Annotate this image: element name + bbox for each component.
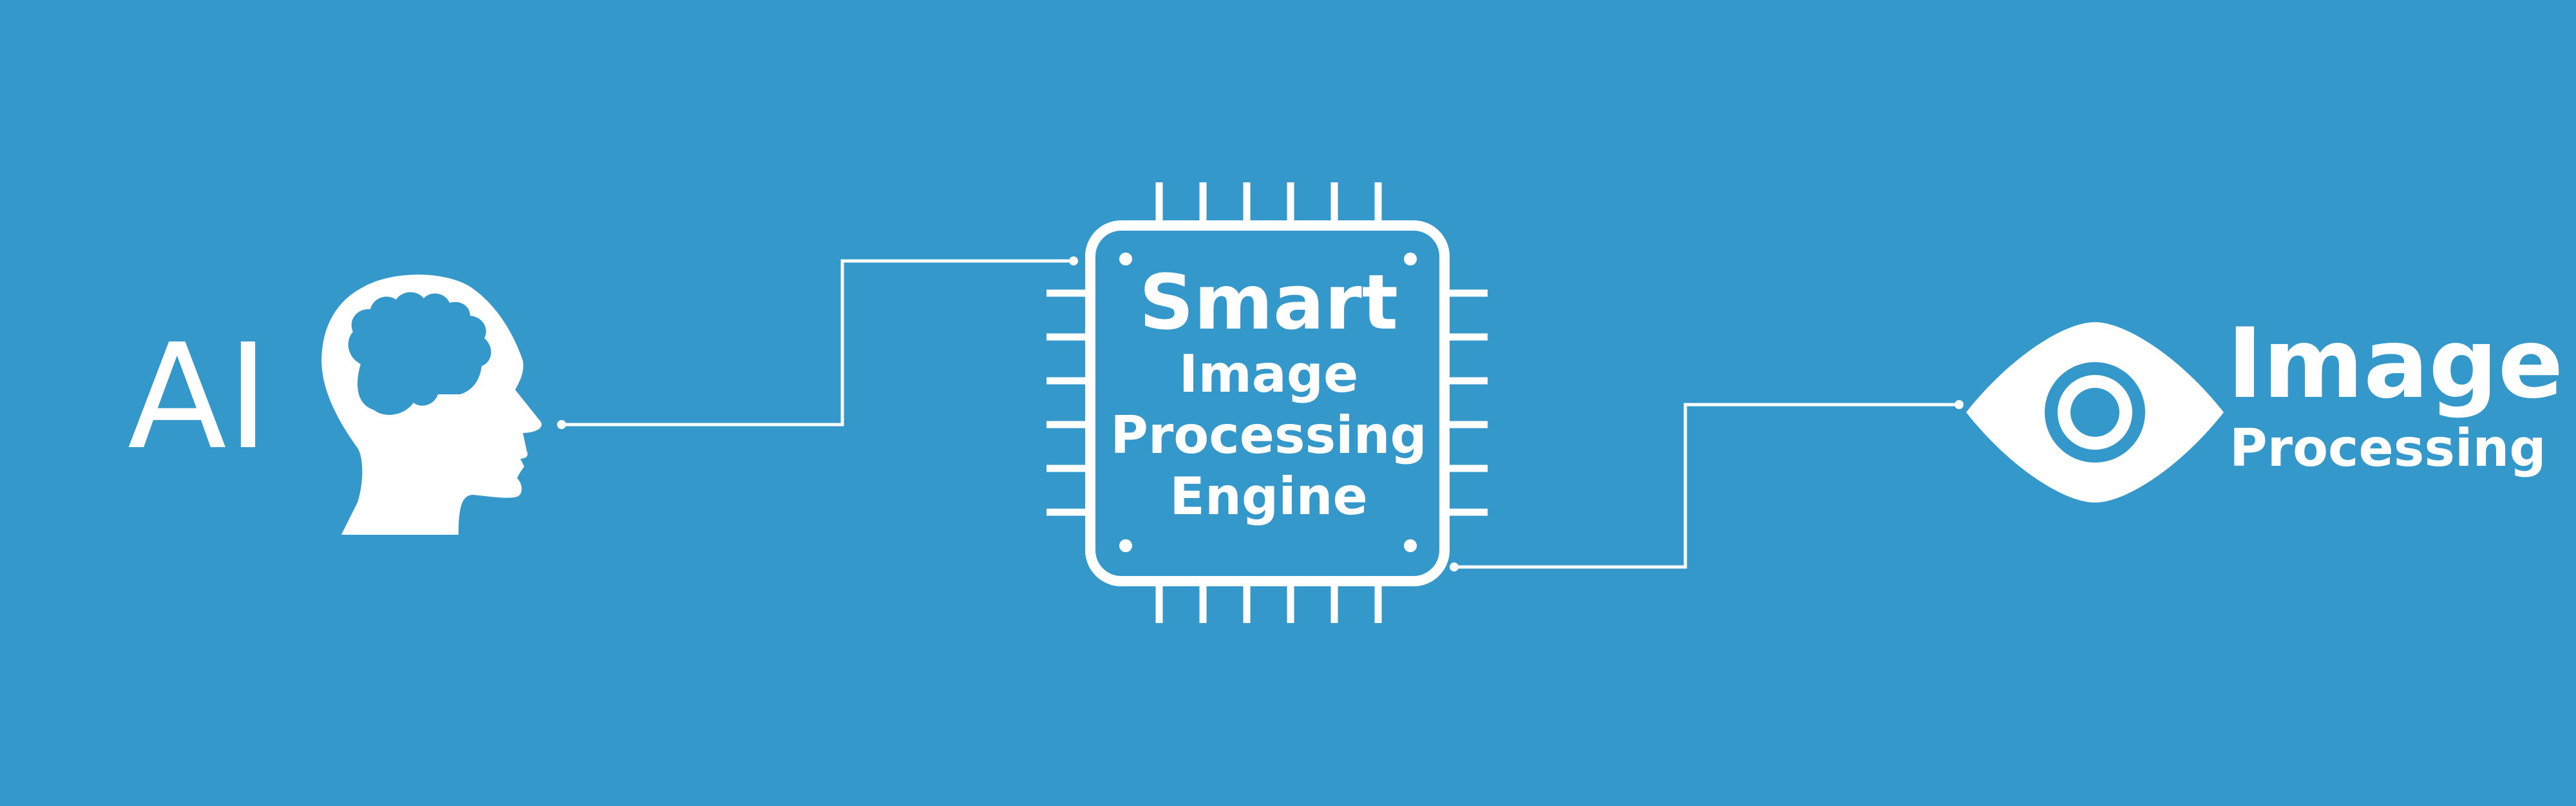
chip-corner-dot — [1404, 539, 1417, 552]
engine-line-processing: Processing — [1110, 405, 1427, 465]
engine-label: Smart Image Processing Engine — [1101, 261, 1436, 527]
ai-label: AI — [128, 313, 270, 482]
connector-ai-end-dot — [1069, 256, 1078, 265]
chip-body — [1085, 220, 1450, 586]
chip-pins-right — [1446, 289, 1488, 516]
connector-engine-end-dot — [1955, 400, 1964, 409]
chip-pins-top — [1155, 182, 1382, 222]
head-brain-icon — [321, 274, 542, 535]
connector-engine-start-dot — [1450, 562, 1459, 571]
chip-pins-bottom — [1155, 583, 1382, 623]
chip-corner-dot — [1119, 253, 1132, 265]
output-title: Image — [2227, 308, 2564, 420]
output-subtitle: Processing — [2230, 418, 2546, 478]
engine-title: Smart — [1139, 258, 1399, 347]
chip-corner-dot — [1404, 253, 1417, 265]
chip-corner-dot — [1119, 539, 1132, 552]
connector-engine-to-output — [1454, 403, 1959, 569]
eye-pupil — [2070, 388, 2119, 437]
connector-ai-to-engine — [562, 259, 1074, 427]
cpu-chip-icon — [1046, 182, 1488, 623]
engine-line-image: Image — [1179, 344, 1359, 404]
connector-ai-start-dot — [557, 420, 566, 429]
chip-pins-left — [1046, 289, 1088, 516]
engine-line-engine: Engine — [1170, 466, 1368, 526]
eye-icon — [1966, 322, 2224, 503]
